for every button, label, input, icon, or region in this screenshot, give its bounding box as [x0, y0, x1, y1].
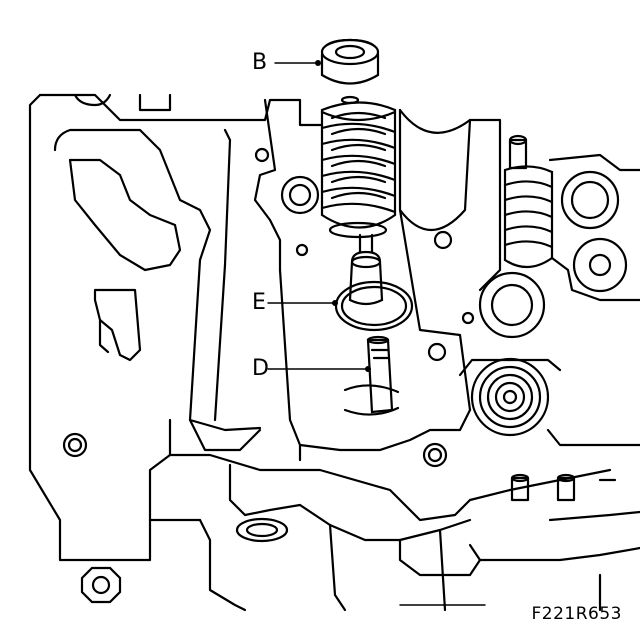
valve-guide-icon — [343, 335, 400, 416]
figure-reference-code: F221R653 — [531, 604, 622, 624]
valve-cap-icon — [320, 38, 380, 105]
bolt-holes — [62, 147, 475, 543]
valve-stem-seal-icon — [334, 233, 414, 332]
cylinder-head-icon — [28, 93, 640, 612]
leader-lines — [267, 60, 486, 606]
callout-e-label: E — [252, 290, 266, 315]
callout-b-label: B — [252, 50, 268, 75]
hex-bolt-icon — [80, 566, 122, 604]
neighbor-valve-assemblies — [398, 108, 640, 502]
callout-d-label: D — [252, 356, 269, 381]
valve-spring-icon — [320, 101, 397, 239]
